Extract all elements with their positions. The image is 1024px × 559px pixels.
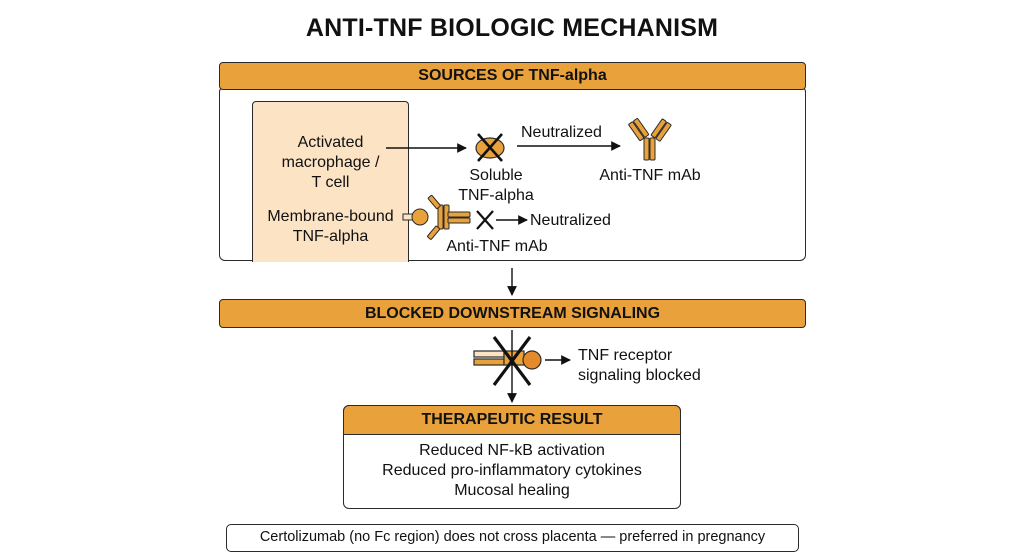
soluble-label-line-1: Soluble [469,167,523,184]
cell-label-line-1: Activated [297,134,364,151]
block-x-icon [476,210,494,230]
antibody-icon [628,118,672,161]
block-x-icon [477,133,503,162]
cell-panel [252,101,409,262]
footnote: Certolizumab (no Fc region) does not cro… [226,524,799,552]
mab-top-label: Anti-TNF mAb [599,167,701,184]
cell-label-line-2: macrophage / [281,154,380,171]
sources-header: SOURCES OF TNF-alpha [219,62,806,90]
neutralized-top-label: Neutralized [521,124,602,141]
soluble-label-line-2: TNF-alpha [458,187,534,204]
result-line-1: Reduced NF-kB activation [419,442,605,459]
membrane-label-line-2: TNF-alpha [292,228,369,245]
neutralized-bottom-label: Neutralized [530,212,611,229]
receptor-icon [402,208,429,226]
result-header: THERAPEUTIC RESULT [343,405,681,435]
signaling-header: BLOCKED DOWNSTREAM SIGNALING [219,299,806,328]
cell-label-line-3: T cell [311,174,350,191]
page-title: ANTI-TNF BIOLOGIC MECHANISM [305,14,719,42]
result-line-3: Mucosal healing [454,482,570,499]
membrane-label-line-1: Membrane-bound [267,208,394,225]
antibody-icon [427,194,471,240]
receptor-label-line-2: signaling blocked [578,367,701,384]
receptor-label-line-1: TNF receptor [578,347,673,364]
result-line-2: Reduced pro-inflammatory cytokines [382,462,642,479]
mab-bottom-label: Anti-TNF mAb [446,238,548,255]
